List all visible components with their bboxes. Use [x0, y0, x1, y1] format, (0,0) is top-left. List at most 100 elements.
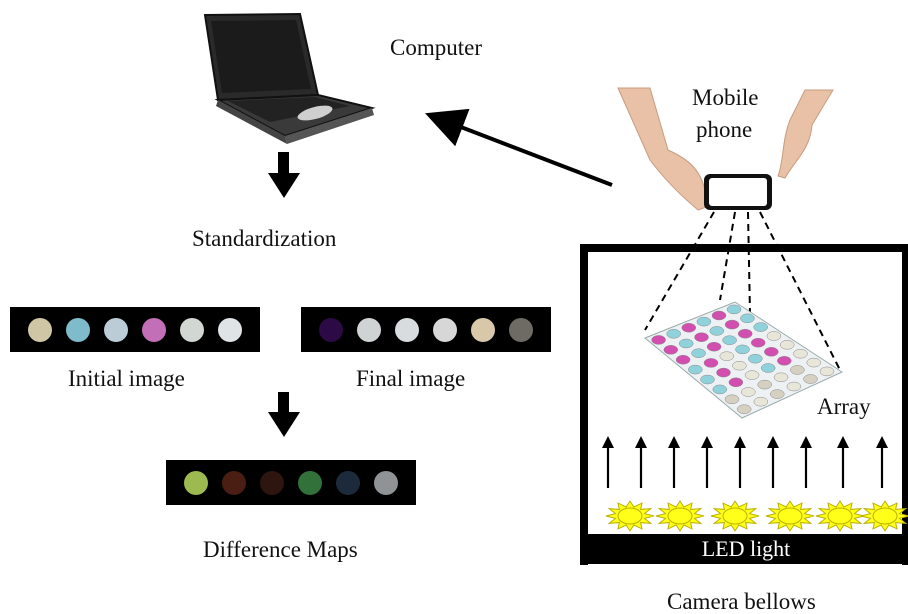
final-image-strip [301, 307, 551, 352]
array-well [786, 381, 802, 392]
mobile-phone-label-line2: phone [696, 117, 753, 142]
led-sun-core [872, 507, 898, 525]
led-light-bar: LED light [586, 534, 906, 564]
array-well [773, 372, 789, 383]
difference-map-dot [374, 470, 398, 495]
array-well [790, 365, 805, 375]
array-well [779, 340, 795, 350]
array-well [706, 341, 722, 352]
array-well [753, 322, 768, 332]
array-well [766, 331, 782, 341]
array-well [688, 364, 703, 375]
mobile-phone-label-line1: Mobile [692, 85, 759, 110]
array-well [691, 348, 706, 358]
final-image-dot [357, 317, 381, 342]
array-well [740, 313, 755, 324]
array-well [681, 322, 697, 333]
array-well [728, 377, 744, 388]
array-well [724, 319, 740, 330]
array-well [651, 335, 666, 345]
array-well [694, 332, 709, 342]
array-well [736, 404, 752, 414]
array-well [696, 316, 712, 327]
array-well [741, 387, 756, 397]
up-arrow-head [734, 436, 746, 448]
array-well [757, 379, 772, 390]
led-sun-core [827, 507, 853, 525]
camera-bellows-label: Camera bellows [667, 589, 816, 614]
initial-image-strip [10, 307, 260, 352]
array-well [722, 335, 737, 345]
initial-image-dot [218, 317, 242, 342]
array-well [700, 374, 715, 385]
initial-image-dot [142, 317, 166, 342]
up-arrow-head [668, 436, 680, 448]
up-arrow-head [767, 436, 779, 448]
difference-map-dot [260, 470, 284, 495]
final-image-dot [471, 317, 495, 342]
array-well [735, 344, 750, 355]
array-well [724, 394, 740, 405]
down-arrow-icon [268, 392, 300, 437]
array-well [806, 357, 822, 368]
camera-bellows-box [580, 244, 908, 565]
array-well [764, 347, 779, 357]
array-well [712, 384, 728, 395]
final-image-dot [509, 317, 533, 342]
led-sun-core [667, 507, 693, 525]
initial-image-label: Initial image [68, 366, 185, 391]
array-well [726, 304, 742, 315]
array-well [793, 348, 808, 359]
led-sun-core [722, 507, 748, 525]
array-well [666, 329, 681, 339]
final-image-dot [319, 317, 343, 342]
array-label: Array [817, 394, 871, 419]
difference-map-dot [222, 470, 246, 495]
initial-image-dot [66, 317, 90, 342]
up-arrow-head [800, 436, 812, 448]
array-well [819, 366, 835, 377]
down-arrow-icon [268, 152, 300, 198]
up-arrow-head [876, 436, 888, 448]
array-well [770, 389, 785, 399]
array-well [709, 326, 725, 336]
array-well [678, 338, 694, 349]
pointing-hand-icon [777, 89, 834, 179]
array-well [744, 370, 760, 380]
array-well [663, 345, 679, 355]
difference-maps-strip [166, 460, 416, 505]
array-well [675, 354, 691, 365]
final-image-label: Final image [356, 366, 466, 391]
initial-image-dot [104, 317, 128, 342]
array-well [777, 356, 792, 366]
laptop-icon [203, 12, 376, 144]
up-arrow-head [837, 436, 849, 448]
array-well [737, 328, 753, 339]
difference-map-dot [336, 470, 360, 495]
initial-image-dot [28, 317, 52, 342]
difference-map-dot [298, 470, 322, 495]
initial-image-dot [180, 317, 204, 342]
array-well [750, 337, 766, 348]
up-arrow-head [701, 436, 713, 448]
mobile-phone-icon [704, 174, 772, 210]
transfer-arrow [425, 108, 613, 187]
array-well [716, 367, 731, 378]
final-image-dot [395, 317, 419, 342]
array-well [732, 360, 747, 371]
array-well [760, 363, 776, 373]
array-well [753, 396, 769, 407]
light-arrows [602, 436, 888, 488]
computer-label: Computer [390, 35, 482, 60]
array-well [703, 358, 719, 368]
led-sun-core [617, 507, 643, 525]
sensor-array-plate [644, 301, 844, 419]
difference-map-dot [184, 470, 208, 495]
led-suns [605, 500, 908, 532]
difference-maps-label: Difference Maps [203, 537, 358, 562]
up-arrow-head [635, 436, 647, 448]
array-well [711, 310, 727, 321]
up-arrow-head [602, 436, 614, 448]
final-image-dot [433, 317, 457, 342]
array-well [803, 374, 818, 384]
